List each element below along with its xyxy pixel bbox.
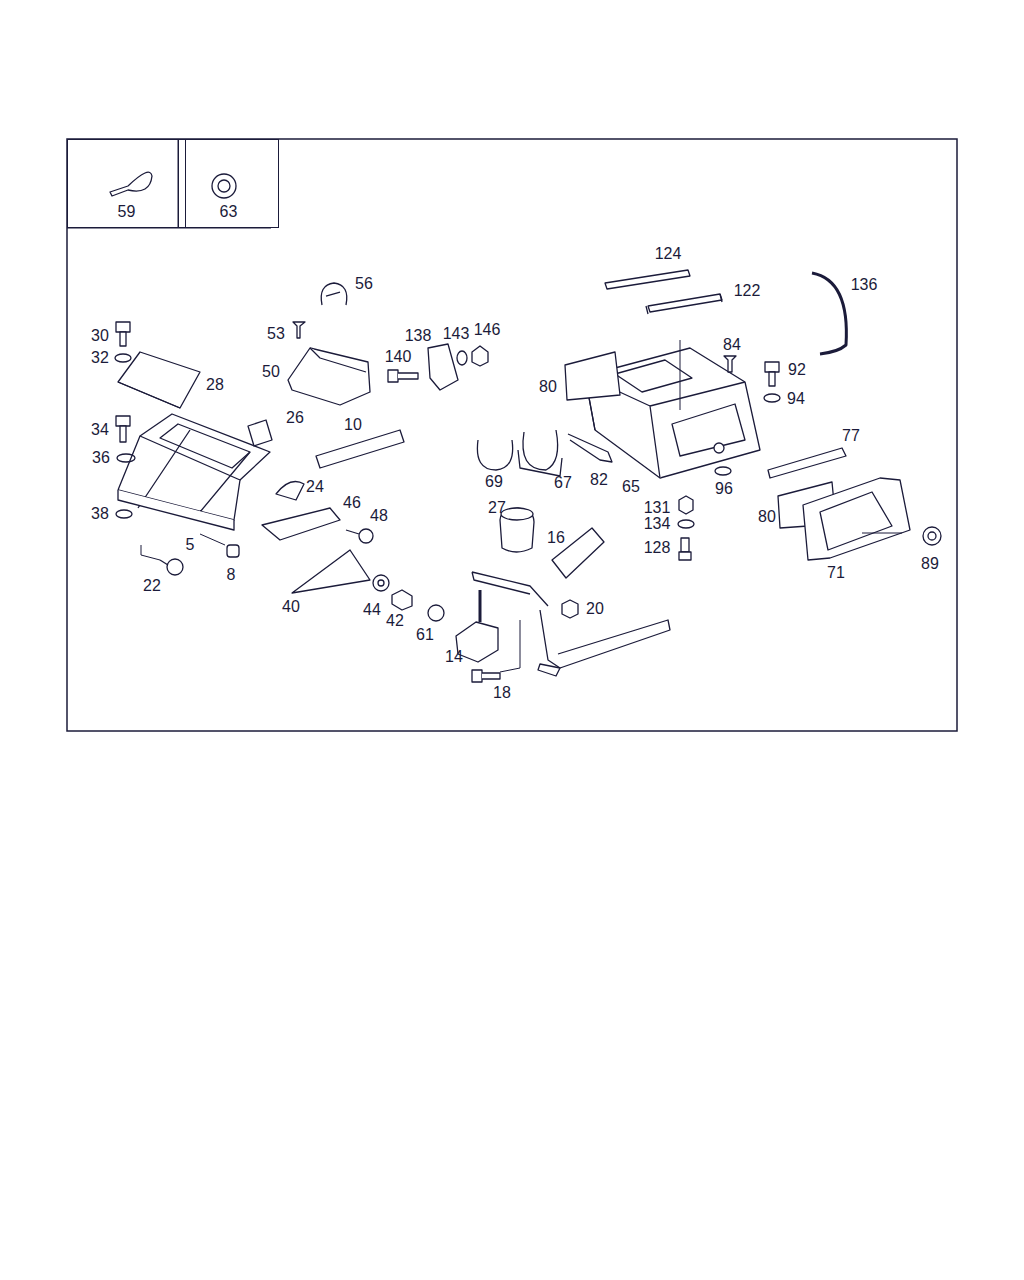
callout-number: 50 — [262, 364, 280, 380]
callout-number: 44 — [363, 602, 381, 618]
callout-number: 77 — [842, 428, 860, 444]
callout-number: 5 — [186, 537, 195, 553]
callout-number: 36 — [92, 450, 110, 466]
callout-number: 53 — [267, 326, 285, 342]
callout-number: 138 — [405, 328, 432, 344]
callout-number: 134 — [644, 516, 671, 532]
callout-number: 10 — [344, 417, 362, 433]
callout-number: 28 — [206, 377, 224, 393]
callout-number: 61 — [416, 627, 434, 643]
callout-number: 128 — [644, 540, 671, 556]
callout-number: 26 — [286, 410, 304, 426]
callout-number: 30 — [91, 328, 109, 344]
callout-number: 46 — [343, 495, 361, 511]
callout-number: 8 — [227, 567, 236, 583]
callout-number: 82 — [590, 472, 608, 488]
callout-number: 20 — [586, 601, 604, 617]
callout-number: 80 — [758, 509, 776, 525]
callout-number: 40 — [282, 599, 300, 615]
callout-number: 71 — [827, 565, 845, 581]
callout-number: 18 — [493, 685, 511, 701]
callout-number: 146 — [474, 322, 501, 338]
callout-number: 96 — [715, 481, 733, 497]
callout-number: 136 — [851, 277, 878, 293]
callout-number: 38 — [91, 506, 109, 522]
callout-number: 84 — [723, 337, 741, 353]
callout-number: 140 — [385, 349, 412, 365]
callout-number: 16 — [547, 530, 565, 546]
callout-number: 122 — [734, 283, 761, 299]
callout-number: 94 — [787, 391, 805, 407]
callout-number: 69 — [485, 474, 503, 490]
callout-number: 143 — [443, 326, 470, 342]
callout-number: 89 — [921, 556, 939, 572]
callout-number: 124 — [655, 246, 682, 262]
callout-number: 131 — [644, 500, 671, 516]
callout-number: 63 — [179, 203, 278, 221]
callout-number: 24 — [306, 479, 324, 495]
callout-number: 59 — [68, 203, 185, 221]
callout-number: 42 — [386, 613, 404, 629]
callout-number: 65 — [622, 479, 640, 495]
callout-number: 34 — [91, 422, 109, 438]
callout-number: 22 — [143, 578, 161, 594]
inset-box: 59 — [67, 139, 186, 228]
callout-number: 14 — [445, 649, 463, 665]
callout-number: 92 — [788, 362, 806, 378]
callout-number: 67 — [554, 475, 572, 491]
callout-number: 80 — [539, 379, 557, 395]
callout-number: 32 — [91, 350, 109, 366]
callout-number: 27 — [488, 500, 506, 516]
callout-number: 56 — [355, 276, 373, 292]
inset-box: 63 — [178, 139, 279, 228]
callout-number: 48 — [370, 508, 388, 524]
